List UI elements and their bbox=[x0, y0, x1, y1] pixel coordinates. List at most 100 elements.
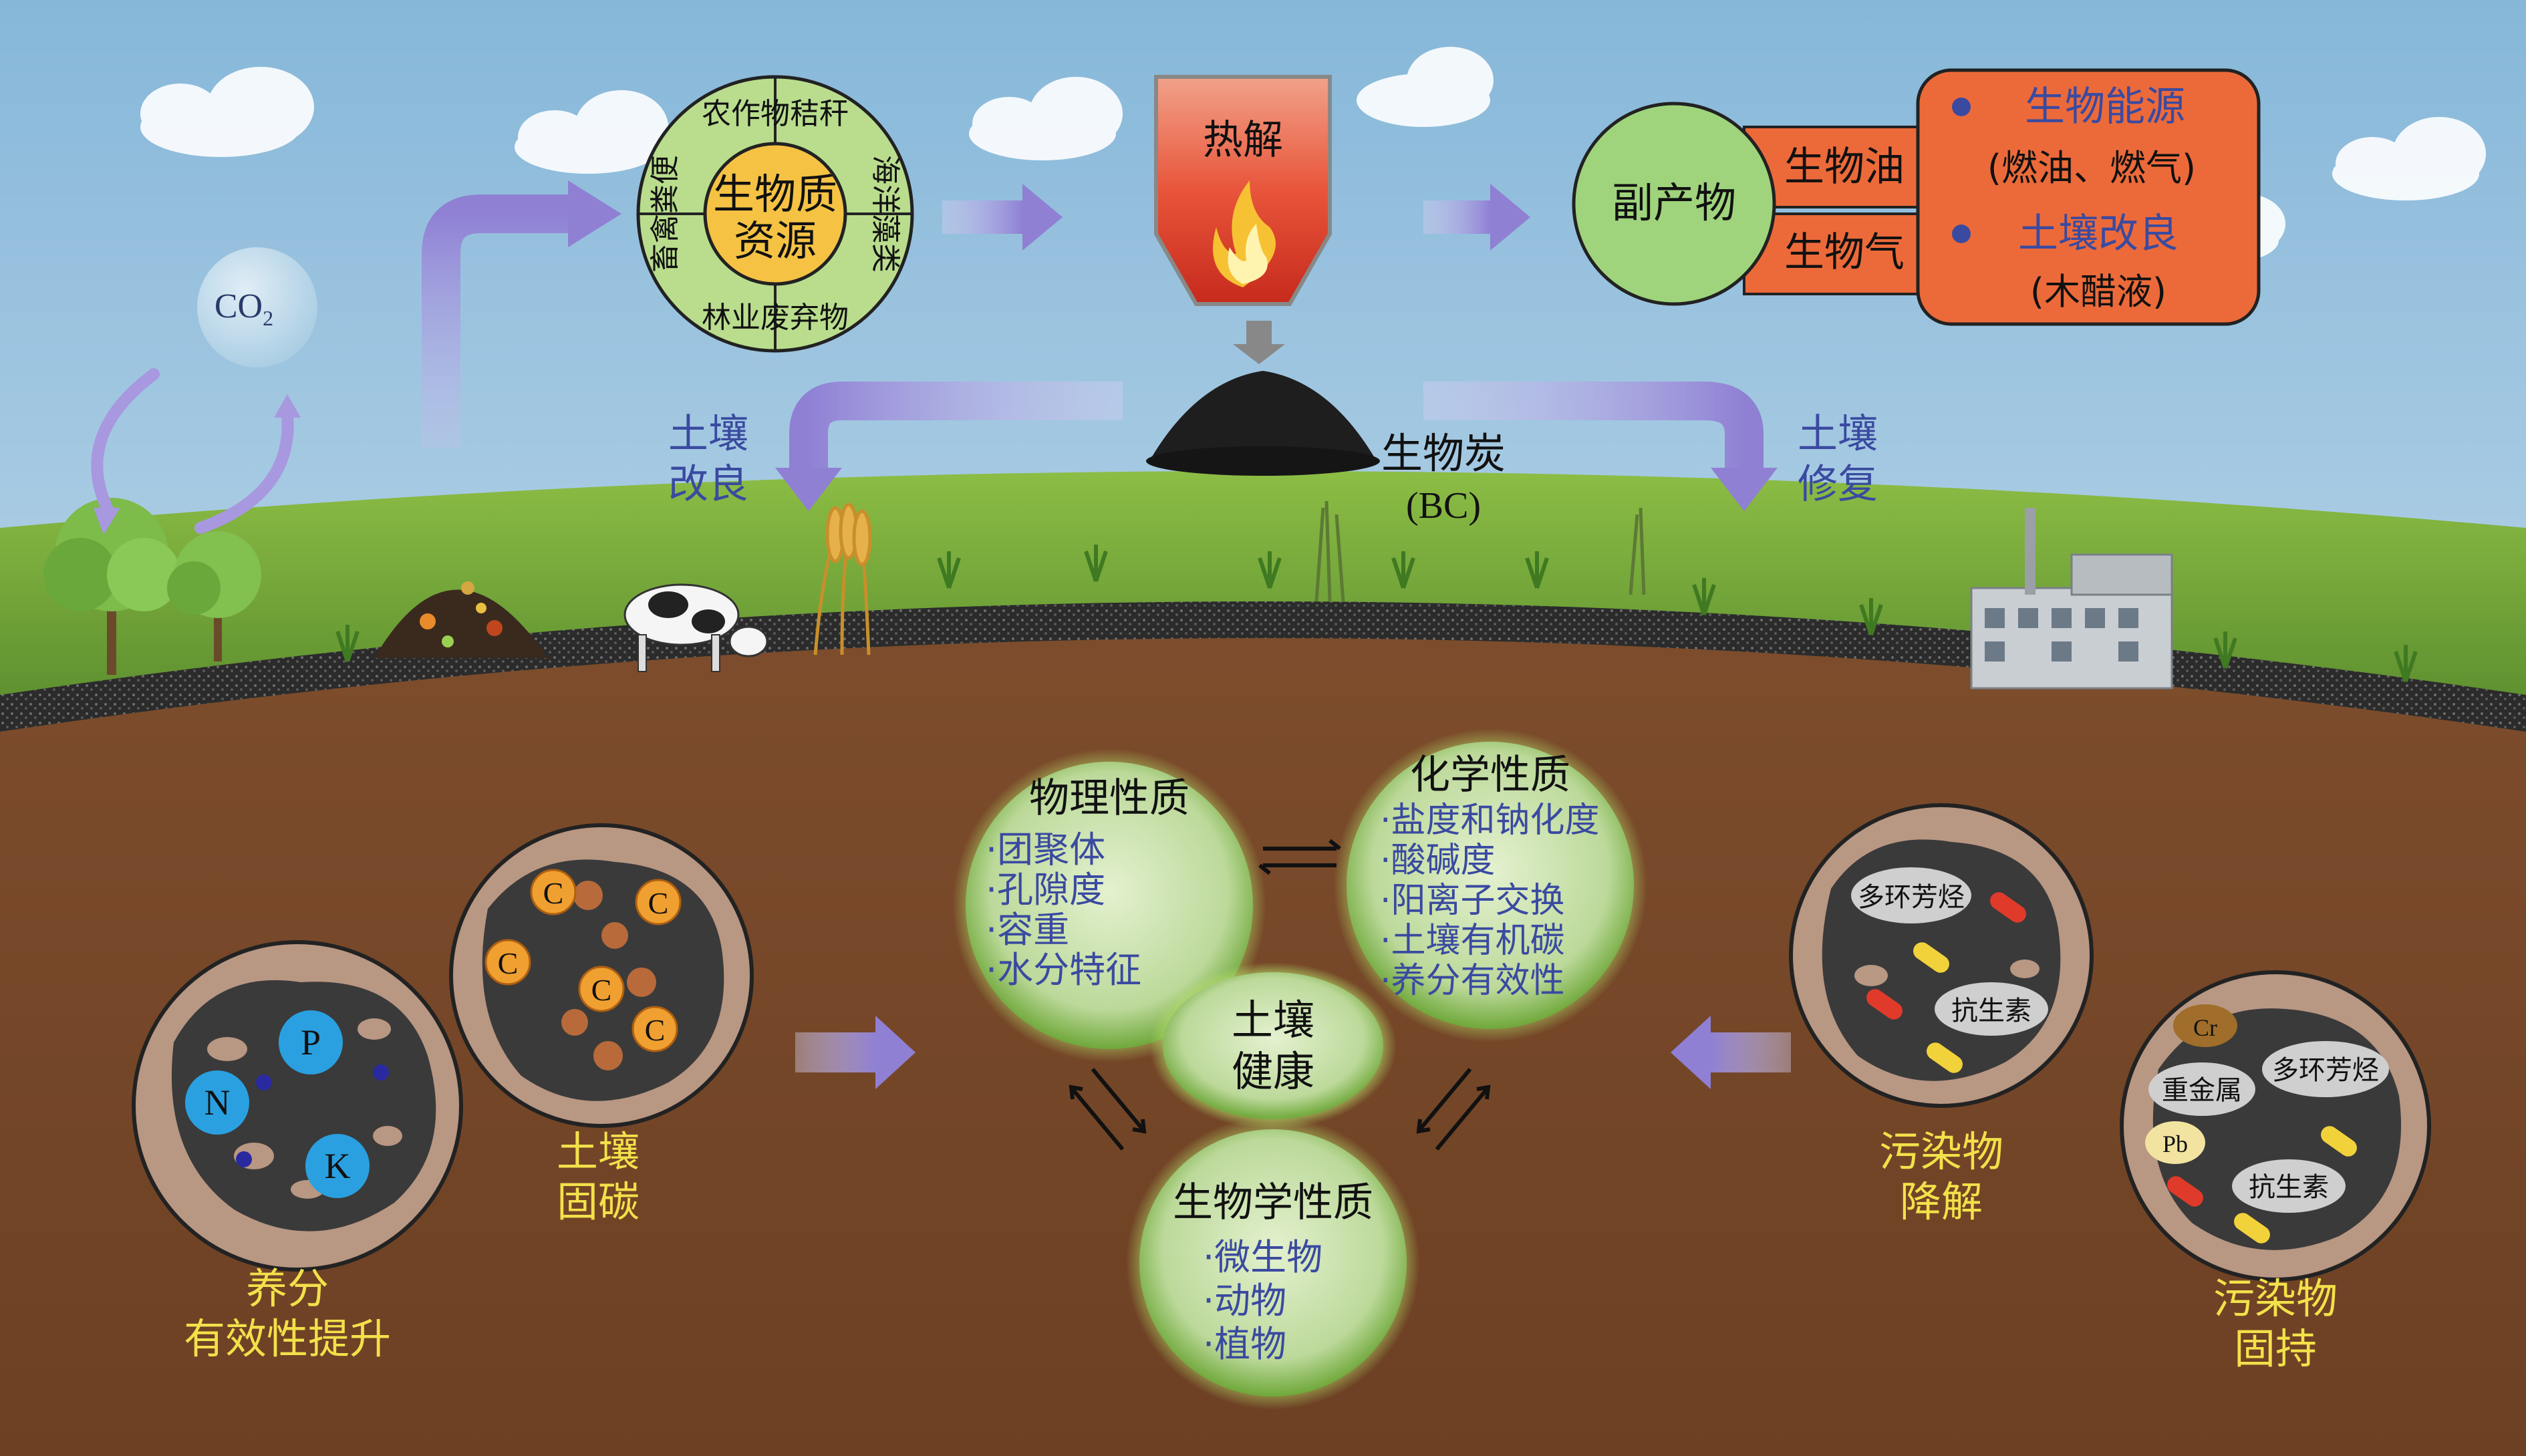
arrow-to-pyrolysis bbox=[942, 184, 1063, 251]
nutrient-label-1: 养分 bbox=[246, 1264, 329, 1313]
soil-improve-arrow-label-1: 土壤 bbox=[668, 411, 748, 458]
cycle-arrow-left bbox=[91, 368, 160, 514]
co2-bubble bbox=[197, 247, 317, 368]
degradation-label-2: 降解 bbox=[1900, 1177, 1983, 1226]
physical-item: ·水分特征 bbox=[986, 949, 1141, 991]
byproduct-circle bbox=[1572, 102, 1776, 306]
carbon-label: C bbox=[591, 973, 612, 1007]
cr-badge bbox=[2173, 1004, 2237, 1047]
soil-improve-title: 土壤改良 bbox=[2018, 210, 2179, 257]
capsule-icon bbox=[2167, 1126, 2357, 1244]
pah-badge bbox=[2262, 1041, 2389, 1097]
cow bbox=[623, 583, 768, 672]
arrow-to-byproduct bbox=[1423, 184, 1530, 251]
antibiotic-label: 抗生素 bbox=[1951, 996, 2031, 1026]
equilibrium-arrows-top bbox=[1258, 839, 1341, 875]
soil-remediation-arrow-label-1: 土壤 bbox=[1798, 411, 1878, 458]
biological-properties: 生物学性质 ·微生物 ·动物 ·植物 bbox=[1126, 1116, 1420, 1410]
nutrient-label-2: 有效性提升 bbox=[184, 1314, 391, 1363]
nitrogen-badge bbox=[185, 1070, 249, 1135]
chemical-properties: 化学性质 ·盐度和钠化度 ·酸碱度 ·阳离子交换 ·土壤有机碳 ·养分有效性 bbox=[1333, 728, 1647, 1042]
carbon-label-1: 土壤 bbox=[557, 1127, 640, 1176]
biological-item: ·动物 bbox=[1203, 1280, 1286, 1322]
arrow-down-biochar bbox=[1233, 321, 1285, 364]
pah-label: 多环芳烃 bbox=[2272, 1055, 2379, 1086]
physical-item: ·容重 bbox=[986, 909, 1069, 951]
retention-label-1: 污染物 bbox=[2213, 1274, 2338, 1323]
biochar-label: 生物炭 bbox=[1381, 429, 1506, 478]
soil-health-line2: 健康 bbox=[1232, 1047, 1314, 1096]
physical-title: 物理性质 bbox=[1029, 775, 1189, 822]
heavy-metal-label: 重金属 bbox=[2162, 1075, 2242, 1106]
arrow-left-into-center bbox=[795, 1016, 916, 1089]
biomass-right-label: 海洋藻类 bbox=[868, 155, 902, 273]
nitrogen-label: N bbox=[204, 1082, 231, 1123]
wheat bbox=[813, 502, 872, 656]
biomass-center-line2: 资源 bbox=[734, 216, 817, 265]
chemical-item: ·酸碱度 bbox=[1380, 841, 1496, 881]
biomass-left-label: 畜禽粪便 bbox=[648, 155, 682, 273]
pah-label: 多环芳烃 bbox=[1858, 882, 1965, 913]
pb-badge bbox=[2145, 1121, 2205, 1164]
chemical-item: ·养分有效性 bbox=[1380, 961, 1565, 1001]
co2-cycle: CO2 bbox=[91, 247, 317, 535]
chemical-item: ·阳离子交换 bbox=[1380, 881, 1565, 921]
physical-item: ·孔隙度 bbox=[986, 869, 1105, 911]
soil-remediation-arrow-label-2: 修复 bbox=[1798, 461, 1878, 508]
bio-gas-label: 生物气 bbox=[1784, 229, 1905, 276]
biomass-bottom-label: 林业废弃物 bbox=[702, 301, 849, 335]
carbon-label: C bbox=[498, 946, 519, 980]
equilibrium-arrows-right bbox=[1416, 1068, 1491, 1151]
biomass-wheel: 生物质 资源 农作物秸秆 林业废弃物 畜禽粪便 海洋藻类 bbox=[636, 75, 914, 353]
bio-oil-label: 生物油 bbox=[1784, 144, 1905, 190]
biomass-top-label: 农作物秸秆 bbox=[702, 97, 849, 131]
bullet-icon bbox=[1952, 225, 1971, 243]
biomass-center bbox=[703, 142, 847, 286]
chemical-item: ·盐度和钠化度 bbox=[1380, 800, 1600, 841]
antibiotic-badge bbox=[2232, 1159, 2346, 1213]
carbon-label: C bbox=[645, 1013, 666, 1047]
physical-properties: 物理性质 ·团聚体 ·孔隙度 ·容重 ·水分特征 bbox=[952, 748, 1266, 1062]
compost-pile bbox=[374, 581, 548, 658]
pah-badge bbox=[1851, 867, 1971, 923]
cr-label: Cr bbox=[2193, 1014, 2217, 1041]
byproduct-uses-box bbox=[1916, 68, 2261, 326]
soil-health-line1: 土壤 bbox=[1232, 996, 1314, 1044]
carbon-circle: C C C C C bbox=[449, 823, 754, 1128]
grass-layer bbox=[0, 471, 2526, 695]
chemical-title: 化学性质 bbox=[1410, 752, 1570, 798]
biological-item: ·微生物 bbox=[1203, 1236, 1322, 1278]
pyrolysis-label: 热解 bbox=[1203, 117, 1283, 164]
pb-label: Pb bbox=[2162, 1131, 2188, 1157]
phosphorus-label: P bbox=[301, 1022, 321, 1062]
byproduct-group: 生物油 生物气 副产物 生物能源 (燃油、燃气) 土壤改良 (木醋液) bbox=[1572, 68, 2261, 326]
phosphorus-badge bbox=[279, 1010, 343, 1074]
retention-label-2: 固持 bbox=[2234, 1324, 2317, 1373]
arrow-right-into-center bbox=[1671, 1016, 1791, 1089]
grass-tufts bbox=[335, 545, 2418, 682]
cycle-arrow-right bbox=[194, 408, 294, 534]
carbon-label: C bbox=[543, 876, 564, 910]
chemical-item: ·土壤有机碳 bbox=[1380, 921, 1565, 961]
capsule-icon bbox=[1866, 892, 2026, 1073]
soil-improve-detail: (木醋液) bbox=[2030, 271, 2166, 313]
arrow-to-biomass bbox=[422, 180, 621, 448]
equilibrium-arrows-left bbox=[1069, 1068, 1147, 1151]
arrow-soil-remediation: 土壤 修复 bbox=[1423, 382, 1878, 511]
biological-title: 生物学性质 bbox=[1173, 1179, 1373, 1226]
heavy-metal-badge bbox=[2148, 1062, 2255, 1116]
co2-label: CO2 bbox=[215, 287, 273, 330]
bio-gas-box bbox=[1743, 212, 1926, 295]
potassium-badge bbox=[305, 1134, 370, 1198]
clouds bbox=[140, 47, 2486, 264]
biochar-pile bbox=[1146, 371, 1380, 476]
reeds bbox=[1314, 500, 1646, 602]
antibiotic-badge bbox=[1935, 982, 2048, 1036]
carbon-label: C bbox=[648, 886, 669, 920]
bullet-icon bbox=[1952, 98, 1971, 116]
trees bbox=[43, 498, 261, 675]
energy-title: 生物能源 bbox=[2025, 84, 2185, 130]
retention-circle: Cr 重金属 多环芳烃 Pb 抗生素 bbox=[2120, 970, 2431, 1282]
factory bbox=[1970, 508, 2173, 690]
